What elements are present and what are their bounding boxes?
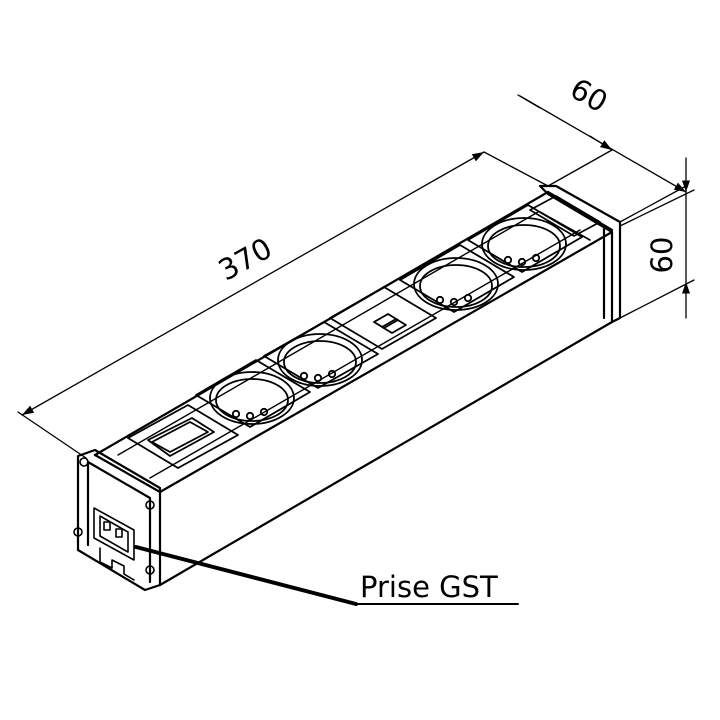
end-cap-right: [538, 184, 622, 324]
rail-left-a: [93, 453, 162, 494]
bottom-edge-front: [158, 320, 614, 587]
screw-icon: [145, 565, 155, 575]
gst-inlet-pin: [103, 521, 111, 531]
usb-port-icon: [373, 313, 399, 329]
socket-recess: [209, 371, 295, 425]
extension-line-right: [483, 151, 549, 187]
channel-line-2: [149, 229, 581, 479]
socket-recess-inner: [487, 224, 561, 268]
end-plate-top: [529, 195, 601, 241]
screw-icon: [145, 500, 155, 510]
socket-recess: [277, 333, 363, 387]
mounting-bracket: [99, 547, 135, 581]
socket-recess-inner: [215, 378, 289, 422]
socket-recess-inner: [283, 340, 357, 384]
dimension-arrow-depth-mid: [589, 135, 613, 151]
end-plate-top-frame: [529, 195, 601, 237]
channel-line-1: [117, 211, 539, 456]
socket-frame: [263, 321, 379, 389]
socket-pin-hole: [435, 295, 445, 305]
callout: Prise GST: [134, 545, 519, 606]
gst-inlet-socket: [99, 515, 129, 553]
socket-pin-hole: [231, 409, 241, 419]
extension-line-depth-b: [547, 149, 613, 187]
dimension-depth: 60: [517, 71, 687, 223]
socket-4: [467, 204, 583, 273]
dimension-height-label: 60: [645, 237, 679, 274]
socket-pin-hole: [503, 255, 513, 265]
socket-pin-hole: [449, 297, 459, 307]
socket-pin-hole: [517, 257, 527, 267]
extension-line-height-bottom: [619, 279, 695, 319]
extension-line-height-top: [619, 189, 695, 227]
socket-pin-hole: [245, 411, 255, 421]
socket-pin-hole: [531, 253, 541, 263]
socket-1: [195, 359, 311, 428]
socket-recess: [413, 257, 499, 311]
dimension-depth-label: 60: [565, 71, 614, 119]
switch-module: [127, 404, 239, 469]
socket-frame: [467, 204, 583, 273]
power-strip-body: [76, 184, 622, 592]
screw-icon: [73, 527, 83, 537]
switch-module-frame: [127, 404, 239, 469]
socket-pin-hole: [313, 373, 323, 383]
socket-frame: [195, 359, 311, 428]
socket-pin-hole: [259, 407, 269, 417]
socket-pin-hole: [327, 369, 337, 379]
socket-2: [263, 321, 379, 389]
extension-line-depth-c: [619, 185, 687, 223]
screw-icon: [79, 457, 89, 467]
rocker-switch-face: [151, 421, 209, 453]
usb-module-frame: [329, 286, 437, 350]
usb-module: [329, 286, 437, 350]
top-edge-front: [158, 230, 614, 494]
gst-inlet-frame: [93, 507, 135, 561]
end-face-left: [76, 448, 162, 592]
callout-label: Prise GST: [360, 570, 498, 604]
gst-inlet-pin: [115, 528, 123, 538]
end-plate-top-line: [539, 211, 591, 241]
socket-pin-hole: [299, 371, 309, 381]
dimension-length-label: 370: [213, 231, 278, 288]
end-face-details: [73, 457, 155, 581]
rocker-switch: [147, 417, 215, 457]
callout-leader-line: [134, 545, 358, 606]
socket-recess: [481, 217, 567, 271]
dimension-line-length: [21, 151, 485, 416]
socket-recess-inner: [419, 264, 493, 308]
end-face-left-inner: [86, 460, 152, 584]
socket-frame: [399, 244, 515, 313]
extension-line-left: [17, 411, 87, 459]
socket-pin-hole: [463, 293, 473, 303]
usb-port-icon: [381, 318, 407, 334]
socket-3: [399, 244, 515, 313]
dimension-height: 60: [619, 157, 695, 319]
